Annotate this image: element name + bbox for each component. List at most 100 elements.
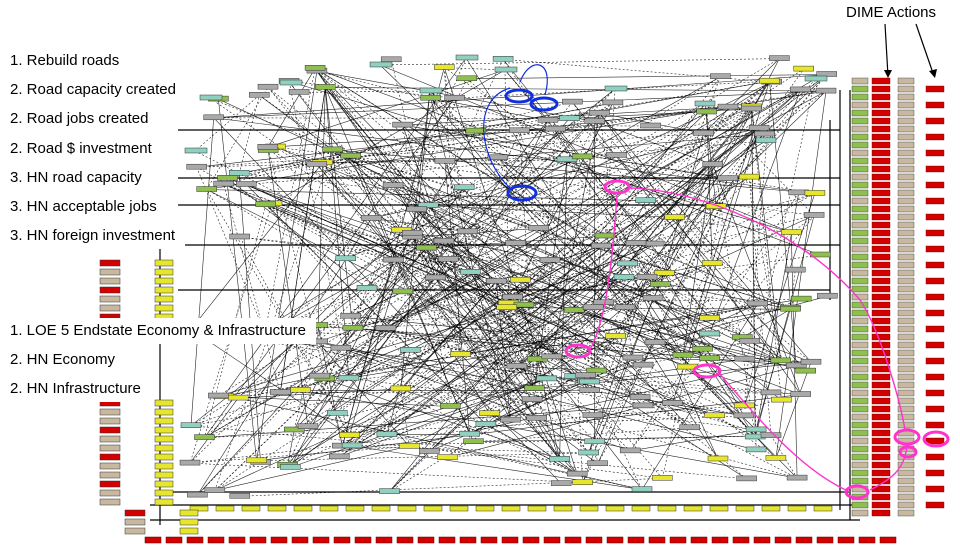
diagram-edge bbox=[322, 162, 560, 460]
diagram-edge bbox=[435, 277, 511, 421]
diagram-edge bbox=[430, 97, 710, 335]
diagram-edge bbox=[448, 89, 801, 260]
diagram-node bbox=[379, 488, 400, 494]
diagram-node bbox=[154, 453, 174, 461]
diagram-edge bbox=[572, 101, 772, 394]
diagram-node bbox=[456, 75, 478, 82]
diagram-node bbox=[487, 154, 509, 161]
diagram-node bbox=[257, 83, 279, 90]
diagram-node bbox=[790, 391, 811, 397]
diagram-edge bbox=[426, 247, 533, 400]
dime-node bbox=[851, 189, 869, 197]
highlight-ellipse-magenta bbox=[893, 428, 921, 446]
diagram-edge bbox=[402, 124, 445, 242]
diagram-node bbox=[602, 99, 624, 106]
dime-node bbox=[871, 293, 891, 301]
diagram-node bbox=[769, 55, 790, 61]
dime-node bbox=[851, 237, 869, 245]
diagram-edge bbox=[271, 203, 525, 306]
dime-node bbox=[851, 357, 869, 365]
diagram-node bbox=[402, 229, 423, 236]
diagram-node bbox=[184, 147, 208, 154]
diagram-node bbox=[800, 358, 822, 365]
diagram-node bbox=[584, 118, 605, 124]
diagram-edge bbox=[239, 173, 792, 233]
dime-node bbox=[897, 261, 915, 269]
diagram-edge bbox=[287, 356, 552, 466]
diagram-edge bbox=[348, 101, 573, 379]
dime-node bbox=[871, 245, 891, 253]
diagram-node bbox=[196, 186, 217, 192]
diagram-node bbox=[710, 73, 731, 79]
diagram-edge bbox=[204, 88, 616, 438]
edge-layer bbox=[189, 57, 828, 497]
diagram-edge bbox=[537, 303, 758, 360]
diagram-node bbox=[380, 56, 402, 63]
dime-node bbox=[897, 293, 915, 301]
diagram-edge bbox=[287, 176, 750, 466]
diagram-edge bbox=[520, 280, 537, 419]
diagram-edge bbox=[271, 69, 506, 205]
diagram-node bbox=[154, 489, 174, 497]
dime-node bbox=[871, 77, 891, 85]
diagram-edge bbox=[314, 68, 710, 359]
diagram-node bbox=[521, 396, 543, 402]
diagram-node bbox=[510, 276, 531, 283]
diagram-edge bbox=[512, 113, 600, 298]
dime-node bbox=[925, 197, 945, 205]
diagram-node bbox=[356, 285, 378, 291]
diagram-edge bbox=[264, 76, 721, 334]
diagram-node bbox=[760, 389, 782, 396]
diagram-edge bbox=[352, 215, 815, 329]
dime-node bbox=[897, 189, 915, 197]
diagram-node bbox=[584, 438, 605, 445]
diagram-edge bbox=[319, 68, 804, 377]
diagram-edge bbox=[348, 377, 757, 431]
diagram-edge bbox=[596, 81, 770, 372]
diagram-node bbox=[733, 412, 755, 419]
diagram-node bbox=[541, 353, 563, 360]
diagram-node bbox=[450, 351, 471, 357]
diagram-node bbox=[605, 505, 625, 512]
highlight-ellipse-blue bbox=[506, 184, 538, 202]
diagram-edge bbox=[412, 232, 745, 360]
diagram-node bbox=[803, 212, 825, 218]
dime-node bbox=[851, 389, 869, 397]
dime-node bbox=[925, 229, 945, 237]
diagram-node bbox=[154, 480, 174, 488]
dime-node bbox=[871, 149, 891, 157]
diagram-edge bbox=[218, 277, 625, 397]
diagram-edge bbox=[547, 80, 770, 121]
diagram-edge bbox=[317, 87, 326, 342]
diagram-edge bbox=[599, 113, 634, 359]
diagram-node bbox=[509, 127, 530, 134]
diagram-edge bbox=[473, 427, 690, 442]
dime-node bbox=[851, 261, 869, 269]
diagram-edge bbox=[536, 418, 598, 464]
diagram-node bbox=[304, 65, 326, 71]
diagram-node bbox=[526, 415, 547, 421]
diagram-edge bbox=[475, 80, 770, 132]
dime-node bbox=[871, 413, 891, 421]
diagram-node bbox=[376, 431, 398, 437]
dime-node bbox=[897, 173, 915, 181]
diagram-edge bbox=[317, 325, 644, 366]
diagram-edge bbox=[402, 124, 690, 429]
diagram-node bbox=[460, 269, 481, 275]
dime-node bbox=[851, 173, 869, 181]
diagram-edge bbox=[342, 67, 445, 447]
diagram-edge bbox=[450, 365, 518, 407]
diagram-edge bbox=[351, 281, 497, 447]
dime-node bbox=[897, 301, 915, 309]
dime-node bbox=[871, 429, 891, 437]
diagram-node bbox=[438, 256, 459, 262]
diagram-edge bbox=[389, 376, 575, 492]
diagram-edge bbox=[299, 90, 431, 93]
diagram-node bbox=[545, 125, 566, 132]
dime-arrow bbox=[884, 23, 889, 77]
diagram-node bbox=[606, 152, 627, 158]
diagram-node bbox=[734, 355, 756, 362]
diagram-node bbox=[361, 215, 382, 221]
dime-node bbox=[897, 405, 915, 413]
hierarchy-label: 3. HN foreign investment bbox=[0, 223, 186, 249]
